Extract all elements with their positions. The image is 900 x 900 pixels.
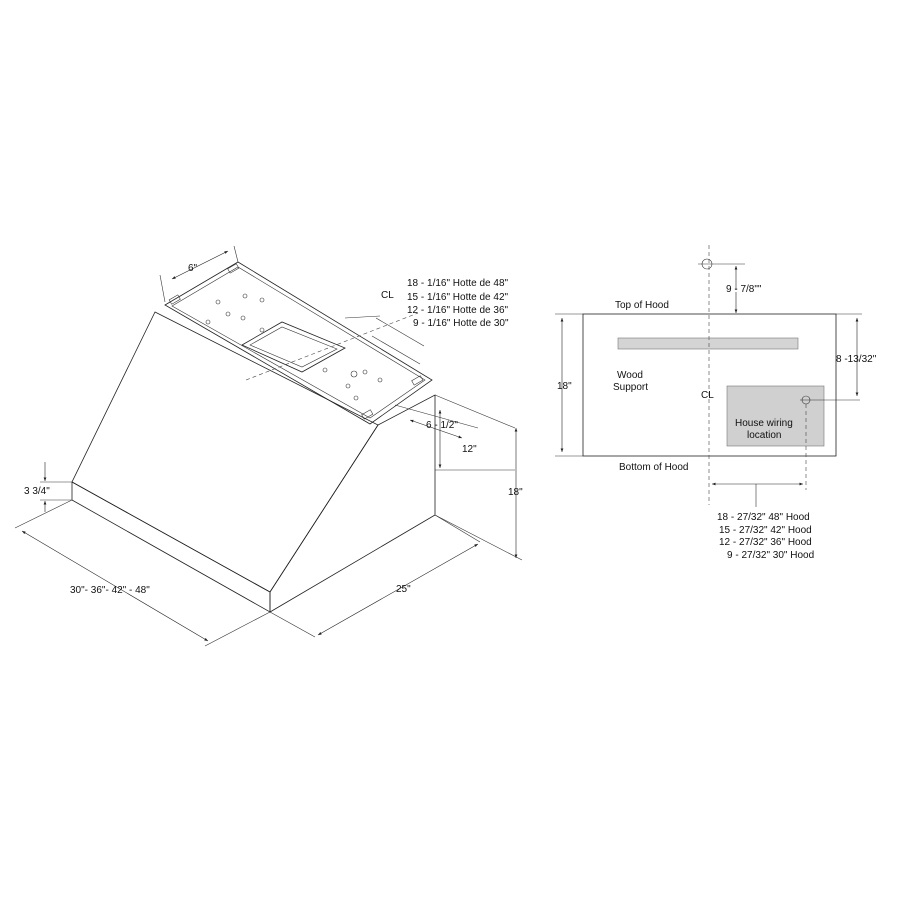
cl-offset-2: 15 - 1/16" Hotte de 42" — [407, 292, 509, 303]
dim-top-width-label: 6" — [188, 263, 198, 274]
dim-height-label: 18" — [508, 487, 523, 498]
cl-offset-1: 18 - 1/16" Hotte de 48" — [407, 278, 509, 289]
dim-top-depth-label: 12" — [462, 444, 477, 455]
dimension-depth: 25" — [269, 514, 481, 638]
wiring-offset-3: 12 - 27/32" 36" Hood — [719, 537, 812, 548]
dim-top-to-cl-label: 9 - 7/8"" — [726, 284, 762, 295]
wiring-offset-4: 9 - 27/32" 30" Hood — [727, 550, 814, 561]
dim-widths-label: 30"- 36"- 42" - 48" — [70, 585, 150, 596]
wood-support-label-1: Wood — [617, 370, 643, 381]
plan-cl-label: CL — [701, 390, 714, 401]
dim-front-lip-label: 3 3/4" — [24, 486, 50, 497]
wood-support-bar — [617, 337, 799, 350]
wiring-label-1: House wiring — [735, 418, 793, 429]
wiring-offset-2: 15 - 27/32" 42" Hood — [719, 525, 812, 536]
dimension-top-depth: 12" — [434, 394, 516, 471]
cl-offset-3: 12 - 1/16" Hotte de 36" — [407, 305, 509, 316]
plan-height-label: 18" — [557, 381, 572, 392]
dimension-widths: 30"- 36"- 42" - 48" — [14, 499, 271, 647]
dimension-front-lip: 3 3/4" — [24, 462, 72, 512]
wiring-label-2: location — [747, 430, 781, 441]
dimension-height: 18" — [434, 428, 523, 561]
dimension-centerline: CL 18 - 1/16" Hotte de 48" 15 - 1/16" Ho… — [344, 278, 509, 365]
dimension-back-offset: 6 - 1/2" — [394, 404, 479, 439]
top-of-hood-label: Top of Hood — [615, 300, 669, 311]
bottom-of-hood-label: Bottom of Hood — [619, 462, 688, 473]
elevation-view: Wood Support House wiring location CL 9 … — [555, 245, 877, 561]
top-mounting-plate — [164, 261, 433, 425]
wiring-offset-1: 18 - 27/32" 48" Hood — [717, 512, 810, 523]
hood-outline — [582, 313, 837, 457]
wood-support-label-2: Support — [613, 382, 648, 393]
vent-opening — [241, 321, 346, 373]
house-wiring-box — [726, 385, 825, 447]
plan-right-dim-label: 8 -13/32" — [836, 354, 877, 365]
isometric-hood-view: 6" CL 18 - 1/16" Hotte de 48" 15 - 1/16"… — [14, 245, 523, 647]
dim-depth-label: 25" — [396, 584, 411, 595]
dimension-top-width: 6" — [159, 245, 239, 303]
cl-offset-4: 9 - 1/16" Hotte de 30" — [413, 318, 509, 329]
iso-cl-label: CL — [381, 290, 394, 301]
hood-body — [71, 311, 436, 613]
dim-back-offset-label: 6 - 1/2" — [426, 420, 458, 431]
